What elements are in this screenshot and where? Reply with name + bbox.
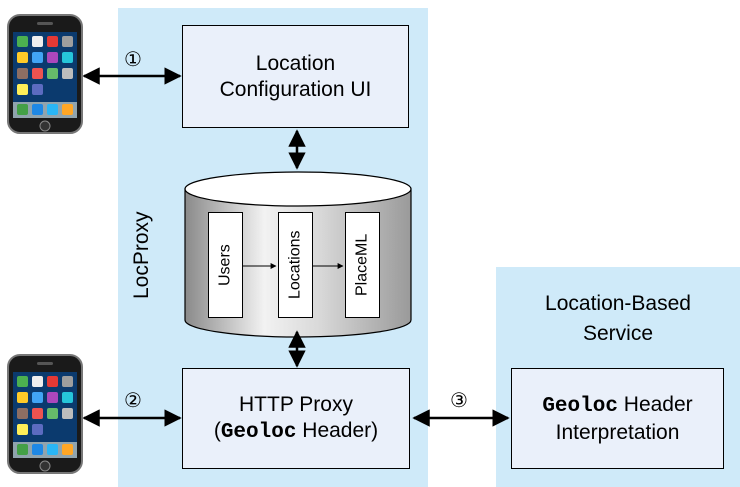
lbs-title-line1: Location-Based: [545, 292, 691, 315]
lbs-title: Location-Based Service: [496, 289, 740, 349]
step-3-label: ③: [450, 390, 468, 412]
users-table: [208, 212, 243, 318]
phone-icon-top: [7, 14, 83, 134]
lbs-box-line1: Geoloc Header: [542, 392, 693, 418]
lbs-box-line2: Interpretation: [555, 420, 680, 444]
users-label: Users: [216, 244, 234, 286]
http-proxy-line2: (Geoloc Header): [213, 418, 379, 444]
config-ui-line2: Configuration UI: [219, 77, 372, 101]
http-proxy-line1: HTTP Proxy: [239, 392, 353, 416]
locations-table: [278, 212, 313, 318]
config-ui-line1: Location: [255, 51, 336, 75]
phone-icon-bottom: [7, 354, 83, 474]
http-proxy-box: HTTP Proxy (Geoloc Header): [182, 368, 410, 469]
lbs-title-line2: Service: [582, 322, 654, 345]
step-2-label: ②: [124, 390, 142, 412]
placeml-table: [345, 212, 380, 318]
step-1-label: ①: [124, 49, 142, 71]
geoloc-interpretation-box: Geoloc Header Interpretation: [511, 368, 724, 469]
location-configuration-ui-box: Location Configuration UI: [182, 25, 409, 128]
placeml-label: PlaceML: [353, 233, 371, 297]
locations-label: Locations: [286, 230, 304, 300]
